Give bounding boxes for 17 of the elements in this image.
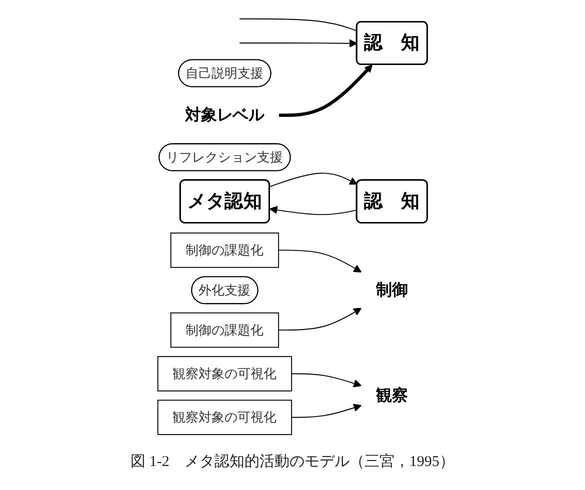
arrow — [278, 250, 362, 272]
arrow — [291, 404, 362, 418]
arrow — [269, 172, 358, 188]
arrow — [269, 206, 358, 216]
arrow — [291, 373, 362, 388]
arrow — [239, 39, 358, 48]
node-text: 制御 — [376, 281, 408, 299]
connector — [239, 18, 358, 32]
node-box: 制御の課題化 — [170, 232, 280, 268]
node-text: 対象レベル — [185, 106, 264, 124]
figure-caption: 図 1-2 メタ認知的活動のモデル（三宮，1995） — [130, 452, 456, 471]
node-box: 観察対象の可視化 — [157, 400, 292, 436]
node-box: 観察対象の可視化 — [157, 356, 292, 392]
node-box: 制御の課題化 — [170, 312, 280, 348]
arrow — [279, 64, 373, 117]
arrow — [278, 308, 362, 331]
node-text: 観察 — [376, 386, 408, 404]
